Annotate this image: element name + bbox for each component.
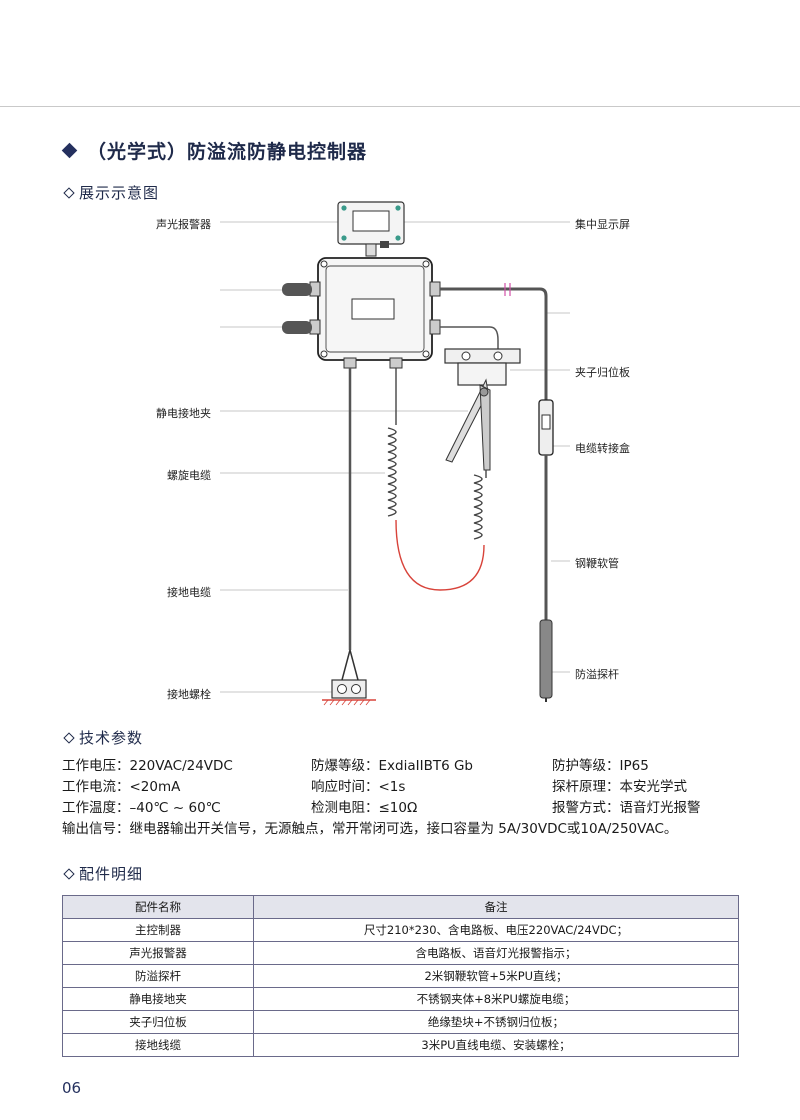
page-title-text: （光学式）防溢流防静电控制器 [87, 141, 368, 163]
page-number: 06 [62, 1079, 82, 1097]
label-ground-cable: 接地电缆 [167, 586, 211, 599]
table-row: 声光报警器 含电路板、语音灯光报警指示； [62, 941, 739, 965]
spec-row: 工作温度：–40℃ ~ 60℃ 检测电阻：≤10Ω 报警方式：语音灯光报警 [62, 798, 762, 819]
spec-voltage: 工作电压：220VAC/24VDC [62, 758, 233, 774]
table-cell: 接地线缆 [62, 1033, 254, 1057]
table-cell: 防溢探杆 [62, 964, 254, 988]
table-cell: 不锈钢夹体+8米PU螺旋电缆； [253, 987, 739, 1011]
spec-alarm-mode: 报警方式：语音灯光报警 [552, 800, 701, 816]
spec-detection-resistance: 检测电阻：≤10Ω [311, 800, 418, 816]
table-cell: 声光报警器 [62, 941, 254, 965]
spec-row: 工作电压：220VAC/24VDC 防爆等级：ExdiaIIBT6 Gb 防护等… [62, 756, 762, 777]
static-ground-clip [445, 378, 491, 471]
table-cell: 3米PU直线电缆、安装螺栓； [253, 1033, 739, 1057]
spec-output-signal: 输出信号：继电器输出开关信号，无源触点，常开常闭可选，接口容量为 5A/30VD… [62, 821, 678, 837]
top-divider [0, 106, 800, 107]
central-display-unit [337, 201, 405, 257]
cable-junction-box [538, 399, 554, 456]
leader-lines [220, 221, 570, 693]
label-cable-junction-box: 电缆转接盒 [575, 442, 630, 455]
label-central-display: 集中显示屏 [575, 218, 630, 231]
table-cell: 主控制器 [62, 918, 254, 942]
clip-reset-plate [444, 348, 521, 386]
parts-heading: 配件明细 [62, 863, 143, 884]
column-header: 配件名称 [62, 895, 254, 919]
spec-temperature: 工作温度：–40℃ ~ 60℃ [62, 800, 221, 816]
table-row: 夹子归位板 绝缘垫块+不锈钢归位板； [62, 1010, 739, 1034]
table-cell: 夹子归位板 [62, 1010, 254, 1034]
table-cell: 2米钢鞭软管+5米PU直线； [253, 964, 739, 988]
table-cell: 静电接地夹 [62, 987, 254, 1011]
table-header-row: 配件名称 备注 [62, 895, 739, 919]
table-row: 静电接地夹 不锈钢夹体+8米PU螺旋电缆； [62, 987, 739, 1011]
diagram-heading: 展示示意图 [62, 182, 159, 203]
incoming-conduits [282, 283, 312, 334]
table-cell: 含电路板、语音灯光报警指示； [253, 941, 739, 965]
diamond-outline-icon [63, 867, 75, 880]
probe-hose [440, 283, 548, 400]
spec-row: 输出信号：继电器输出开关信号，无源触点，常开常闭可选，接口容量为 5A/30VD… [62, 819, 762, 840]
spec-current: 工作电流：<20mA [62, 779, 181, 795]
spiral-cables [387, 368, 487, 540]
label-static-ground-clip: 静电接地夹 [156, 407, 211, 420]
label-clip-reset-plate: 夹子归位板 [575, 366, 630, 379]
spec-protection-grade: 防护等级：IP65 [552, 758, 649, 774]
table-cell: 尺寸210*230、含电路板、电压220VAC/24VDC； [253, 918, 739, 942]
column-header: 备注 [253, 895, 739, 919]
label-spiral-cable: 螺旋电缆 [167, 469, 211, 482]
page-title: （光学式）防溢流防静电控制器 [61, 137, 368, 164]
spec-response-time: 响应时间：<1s [311, 779, 406, 795]
main-controller-box [309, 257, 441, 369]
table-row: 主控制器 尺寸210*230、含电路板、电压220VAC/24VDC； [62, 918, 739, 942]
specs-heading: 技术参数 [62, 727, 143, 748]
ground-bolt [322, 679, 376, 706]
overflow-probe-rod [539, 455, 553, 702]
label-steel-hose: 钢鞭软管 [575, 557, 619, 570]
tech-specs: 工作电压：220VAC/24VDC 防爆等级：ExdiaIIBT6 Gb 防护等… [62, 756, 762, 840]
table-cell: 绝缘垫块+不锈钢归位板； [253, 1010, 739, 1034]
spec-probe-principle: 探杆原理：本安光学式 [552, 779, 687, 795]
table-row: 接地线缆 3米PU直线电缆、安装螺栓； [62, 1033, 739, 1057]
spec-explosion-grade: 防爆等级：ExdiaIIBT6 Gb [311, 758, 473, 774]
table-row: 防溢探杆 2米钢鞭软管+5米PU直线； [62, 964, 739, 988]
spec-row: 工作电流：<20mA 响应时间：<1s 探杆原理：本安光学式 [62, 777, 762, 798]
product-diagram [220, 201, 570, 706]
ground-cable [341, 368, 359, 681]
label-sound-light-alarm: 声光报警器 [156, 218, 211, 231]
label-overflow-probe: 防溢探杆 [575, 668, 619, 681]
red-ground-cable [395, 519, 485, 591]
parts-table: 配件名称 备注 主控制器 尺寸210*230、含电路板、电压220VAC/24V… [62, 895, 739, 1057]
label-ground-bolt: 接地螺栓 [167, 688, 211, 701]
diamond-bullet-icon [61, 142, 78, 159]
diamond-outline-icon [63, 731, 75, 744]
